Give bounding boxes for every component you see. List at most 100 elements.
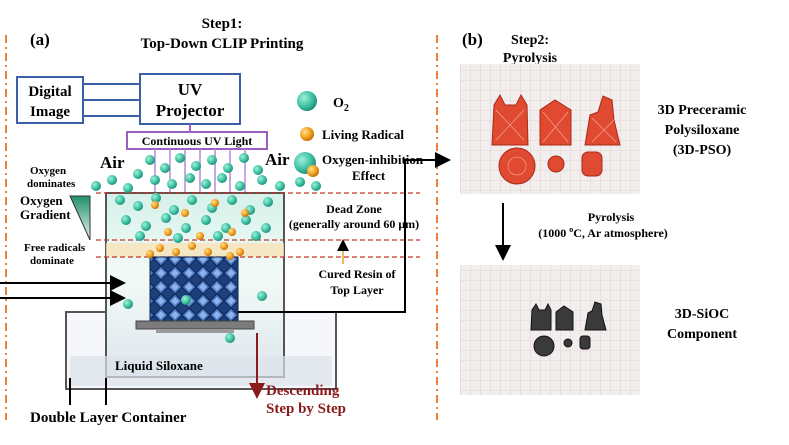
oxygen-molecule — [251, 231, 261, 241]
oxygen-molecule — [201, 215, 211, 225]
living-radicals — [146, 199, 249, 260]
continuous-uv-label: Continuous UV Light — [142, 134, 252, 148]
oxygen-molecule — [207, 155, 217, 165]
oxygen-molecule — [213, 231, 223, 241]
oxygen-molecules — [91, 153, 321, 343]
sioc-parts — [530, 301, 607, 357]
oxygen-molecule — [201, 179, 211, 189]
liquid-siloxane-label: Liquid Siloxane — [115, 358, 203, 373]
oxygen-molecule — [123, 183, 133, 193]
oxygen-molecule — [121, 215, 131, 225]
oxygen-molecule — [263, 197, 273, 207]
living-radical — [151, 201, 159, 209]
living-radical — [204, 248, 212, 256]
oxygen-molecule — [91, 181, 101, 191]
living-radical — [228, 228, 236, 236]
living-radical — [188, 242, 196, 250]
uv-projector-label-1: UV — [178, 80, 203, 99]
living-radical — [196, 232, 204, 240]
oxygen-molecule — [225, 333, 235, 343]
oxygen-molecule — [185, 173, 195, 183]
oxygen-molecule — [115, 195, 125, 205]
oxygen-molecule — [173, 233, 183, 243]
pso-label-1: 3D Preceramic — [658, 103, 747, 118]
panel-a-letter: (a) — [30, 30, 50, 49]
legend-o2-label: O2 — [333, 96, 349, 114]
oxygen-molecule — [145, 155, 155, 165]
build-platform — [135, 320, 255, 330]
uv-projector-box — [139, 73, 241, 125]
oxygen-molecule — [223, 163, 233, 173]
oxygen-molecule — [160, 163, 170, 173]
oxygen-molecule — [275, 181, 285, 191]
pso-label-2: Polysiloxane — [665, 123, 740, 138]
legend-inhibition-label-1: Oxygen-inhibition — [322, 152, 424, 167]
air-label-left: Air — [100, 153, 125, 172]
pso-label-3: (3D-PSO) — [673, 143, 732, 158]
panel-b-letter: (b) — [462, 30, 483, 49]
oxygen-molecule — [141, 221, 151, 231]
oxygen-molecule — [135, 231, 145, 241]
living-radical — [146, 250, 154, 258]
oxygen-molecule — [151, 193, 161, 203]
oxygen-molecule — [311, 181, 321, 191]
descending-label-1: Descending — [266, 383, 340, 399]
uv-projector-label-2: Projector — [156, 101, 225, 120]
living-radical — [226, 252, 234, 260]
living-radical — [220, 242, 228, 250]
step2-title: Step2: — [511, 33, 549, 48]
oxygen-molecule — [227, 195, 237, 205]
oxygen-molecule — [133, 169, 143, 179]
living-radical — [211, 199, 219, 207]
pyrolysis-conditions: (1000 oC, Ar atmosphere) — [538, 225, 668, 240]
oxygen-molecule — [239, 153, 249, 163]
oxygen-gradient-triangle — [69, 195, 91, 241]
oxygen-molecule — [217, 173, 227, 183]
oxygen-molecule — [107, 175, 117, 185]
legend-inhibition-radical-icon — [307, 165, 319, 177]
oxygen-molecule — [133, 201, 143, 211]
oxygen-molecule — [261, 223, 271, 233]
oxygen-molecule — [241, 215, 251, 225]
step1-subtitle: Top-Down CLIP Printing — [141, 36, 304, 52]
oxygen-molecule — [167, 179, 177, 189]
legend-o2-icon — [297, 91, 317, 111]
living-radical — [236, 248, 244, 256]
liquid-siloxane-region — [70, 356, 332, 386]
digital-image-label-1: Digital — [28, 84, 71, 100]
double-layer-label: Double Layer Container — [30, 410, 187, 426]
oxygen-molecule — [161, 213, 171, 223]
oxygen-molecule — [187, 195, 197, 205]
oxygen-molecule — [169, 205, 179, 215]
oxygen-dominates-label-2: dominates — [27, 178, 76, 190]
continuous-uv-box — [126, 131, 268, 150]
oxygen-molecule — [175, 153, 185, 163]
oxygen-molecule — [257, 291, 267, 301]
living-radical — [172, 248, 180, 256]
digital-image-label-2: Image — [30, 104, 70, 120]
sioc-label-2: Component — [667, 327, 737, 342]
platform-stage — [156, 329, 234, 333]
oxygen-molecule — [295, 177, 305, 187]
legend-inhibition-label-2: Effect — [352, 168, 386, 183]
legend-radical-label: Living Radical — [322, 127, 404, 142]
oxygen-molecule — [253, 165, 263, 175]
pyrolysis-label: Pyrolysis — [588, 210, 635, 224]
oxygen-dominates-label-1: Oxygen — [30, 165, 66, 177]
sioc-label-1: 3D-SiOC — [675, 307, 729, 322]
step2-subtitle: Pyrolysis — [503, 51, 558, 66]
oxygen-gradient-label-2: Gradient — [20, 207, 71, 222]
living-radical — [164, 228, 172, 236]
digital-image-box — [16, 76, 84, 124]
step1-title: Step1: — [202, 16, 243, 32]
cured-resin-label-1: Cured Resin of — [318, 267, 396, 281]
living-radical — [156, 244, 164, 252]
oxygen-molecule — [235, 181, 245, 191]
free-radicals-label-1: Free radicals — [24, 242, 86, 254]
oxygen-molecule — [257, 175, 267, 185]
printed-lattice-part — [149, 256, 239, 322]
living-radical — [181, 209, 189, 217]
oxygen-gradient-label-1: Oxygen — [20, 193, 63, 208]
